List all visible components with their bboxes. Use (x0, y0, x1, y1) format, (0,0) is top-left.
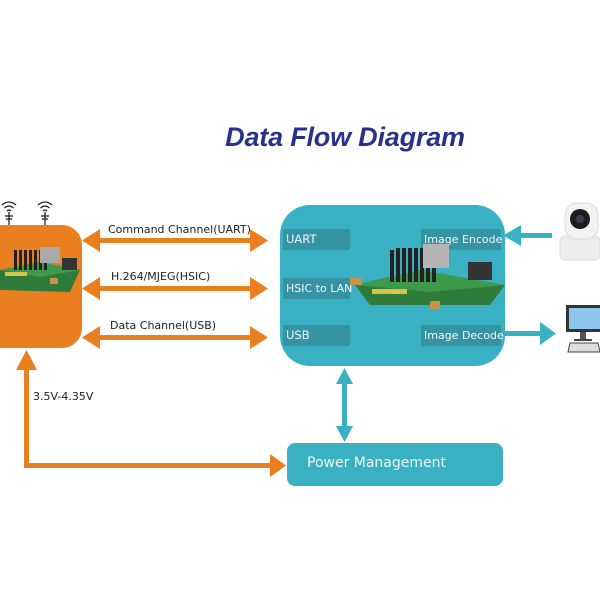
command-channel-arrow (82, 229, 268, 252)
module-board-left-icon (0, 247, 80, 292)
image-decode-label: Image Decode (421, 325, 504, 346)
wifi-antenna-icon (1, 201, 17, 225)
usb-label: USB (283, 325, 350, 346)
hsic-to-lan-label: HSIC to LAN (283, 278, 352, 299)
diagram-title: Data Flow Diagram (225, 122, 465, 152)
hsic-channel-arrow (82, 277, 268, 300)
module-power-arrow (336, 368, 353, 442)
module-board-center-icon (350, 244, 505, 309)
uart-label: UART (283, 229, 350, 250)
monitor-icon (566, 305, 600, 353)
voltage-label: 3.5V-4.35V (33, 390, 94, 403)
camera-to-encode-arrow (503, 225, 552, 246)
data-channel-arrow (82, 326, 268, 349)
hsic-channel-label: H.264/MJEG(HSIC) (111, 270, 211, 283)
camera-icon (559, 202, 600, 261)
command-channel-label: Command Channel(UART) (108, 223, 251, 236)
power-management-label: Power Management (307, 455, 447, 471)
power-supply-arrow (16, 350, 286, 477)
power-management-box (287, 443, 503, 486)
decode-to-monitor-arrow (505, 322, 556, 345)
wifi-antenna-icon (37, 201, 53, 225)
data-channel-label: Data Channel(USB) (110, 319, 217, 332)
